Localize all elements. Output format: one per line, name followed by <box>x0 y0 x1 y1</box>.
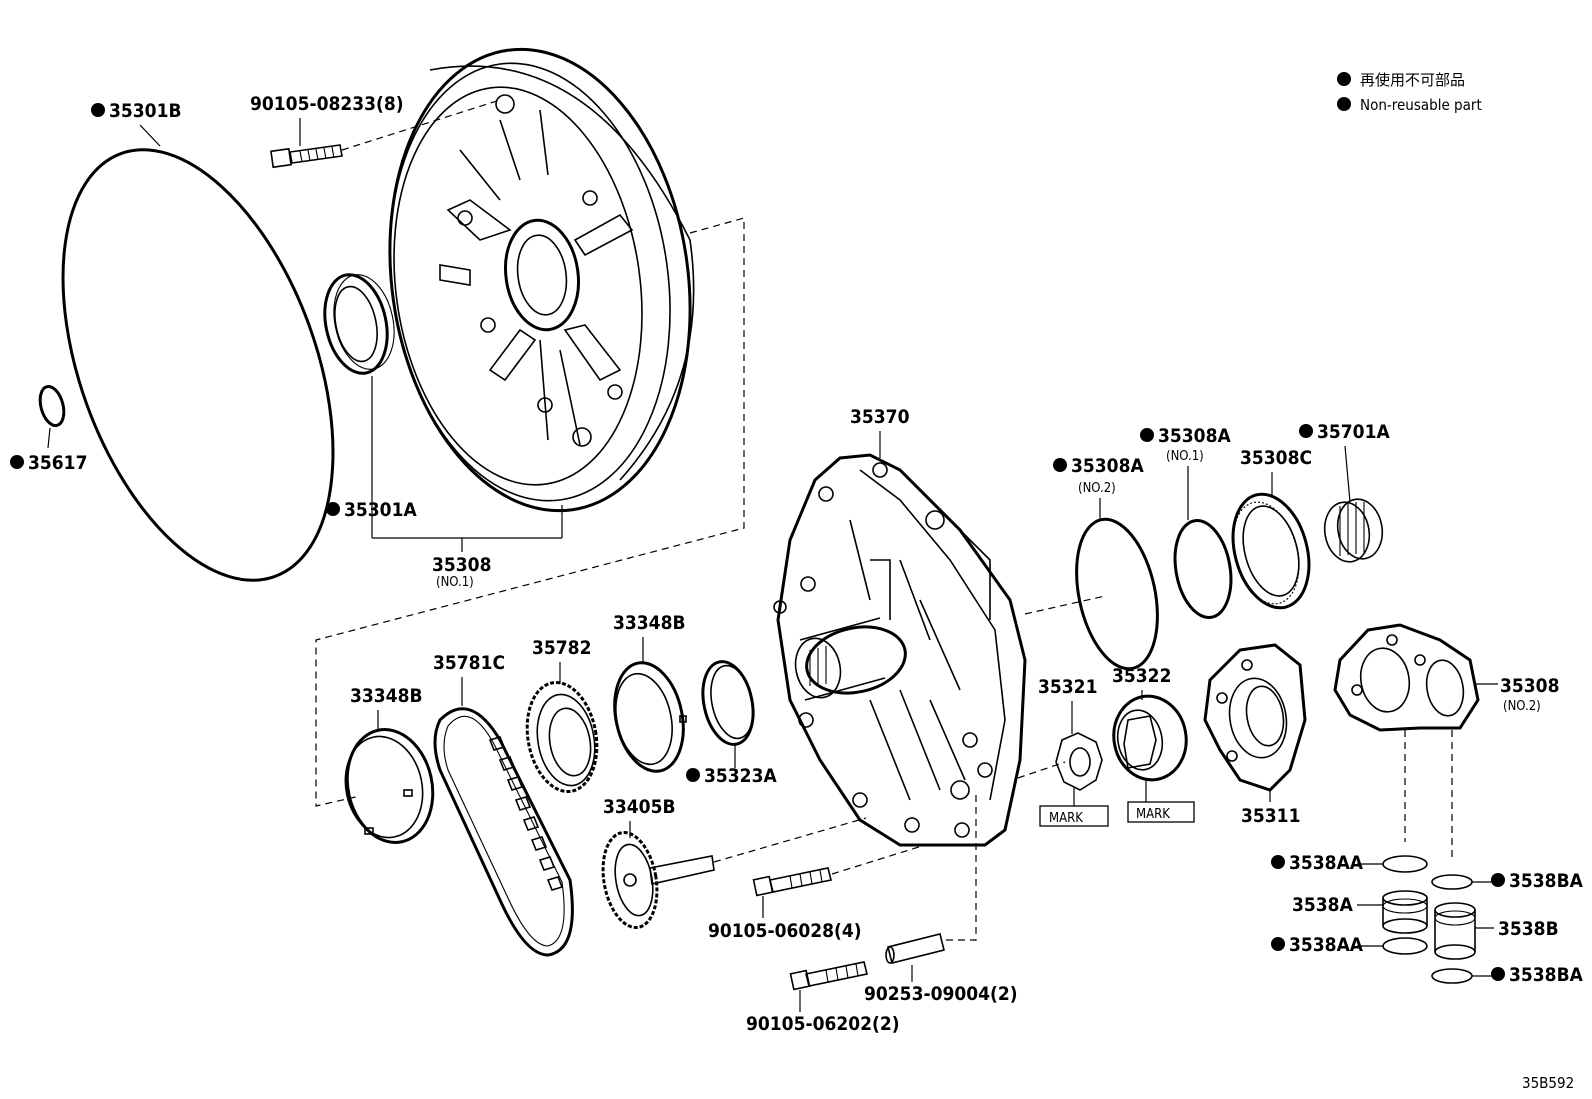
label-3538A[interactable]: 3538A <box>1292 894 1354 916</box>
label-35308-no2[interactable]: 35308 <box>1500 675 1559 697</box>
non-reusable-dot-icon <box>1053 458 1067 472</box>
label-35308-no1-sub: (NO.1) <box>436 575 474 590</box>
label-35301A[interactable]: 35301A <box>344 499 417 521</box>
label-35782[interactable]: 35782 <box>532 637 591 659</box>
label-90253-09004[interactable]: 90253-09004(2) <box>864 983 1018 1005</box>
label-35308-no2-sub: (NO.2) <box>1503 699 1541 714</box>
label-35322[interactable]: 35322 <box>1112 665 1171 687</box>
label-35308-no1[interactable]: 35308 <box>432 554 491 576</box>
label-3538B[interactable]: 3538B <box>1498 918 1559 940</box>
part-35370-stator-shaft[interactable] <box>773 453 1027 847</box>
dashed-assembly-line <box>946 790 977 941</box>
dashed-assembly-line <box>1017 761 1066 779</box>
dashed-assembly-line <box>713 817 867 863</box>
label-35308A-no1[interactable]: 35308A <box>1158 425 1231 447</box>
part-35617-ring[interactable] <box>36 384 68 428</box>
part-35701A-bearing[interactable] <box>1320 496 1387 566</box>
label-35301B[interactable]: 35301B <box>109 100 182 122</box>
part-35322-driven-gear[interactable] <box>1107 690 1192 785</box>
legend-item-en: Non-reusable part <box>1360 96 1482 114</box>
mark-box-right <box>1127 801 1195 823</box>
label-3538AA-top[interactable]: 3538AA <box>1289 852 1364 874</box>
label-35308C[interactable]: 35308C <box>1240 447 1312 469</box>
legend: 再使用不可部品 Non-reusable part <box>1337 71 1482 114</box>
non-reusable-dot-icon <box>1491 967 1505 981</box>
leader-line <box>47 427 51 449</box>
label-3538BA-top[interactable]: 3538BA <box>1509 870 1584 892</box>
dashed-assembly-line <box>1024 595 1106 615</box>
part-3538B-plug[interactable] <box>1434 902 1476 960</box>
part-35301A-oil-seal[interactable] <box>316 269 402 379</box>
label-33405B[interactable]: 33405B <box>603 796 676 818</box>
part-90253-09004-pin[interactable] <box>885 933 945 964</box>
part-3538A-plug[interactable] <box>1382 890 1428 934</box>
non-reusable-dot-icon <box>686 768 700 782</box>
part-3538AA-top-oring[interactable] <box>1382 855 1428 873</box>
part-33348B-left-washer[interactable] <box>336 722 443 851</box>
non-reusable-dot-icon <box>1140 428 1154 442</box>
label-35701A[interactable]: 35701A <box>1317 421 1390 443</box>
non-reusable-dot-icon <box>1491 873 1505 887</box>
non-reusable-dot-icon <box>10 455 24 469</box>
label-35321[interactable]: 35321 <box>1038 676 1097 698</box>
label-90105-08233[interactable]: 90105-08233(8) <box>250 93 404 115</box>
part-33405B-driven-sprocket[interactable] <box>596 828 715 932</box>
label-35617[interactable]: 35617 <box>28 452 87 474</box>
dashed-assembly-line <box>341 99 501 151</box>
bracket-35308-no1 <box>372 505 563 552</box>
legend-dot-icon <box>1337 97 1351 111</box>
leader-line <box>139 124 161 147</box>
part-33348B-right-washer[interactable] <box>605 656 692 777</box>
label-35781C[interactable]: 35781C <box>433 652 505 674</box>
label-35323A[interactable]: 35323A <box>704 765 777 787</box>
part-35311-pump-body[interactable] <box>1203 643 1307 792</box>
part-35781C-chain[interactable] <box>433 707 574 957</box>
label-3538BA-bottom[interactable]: 3538BA <box>1509 964 1584 986</box>
non-reusable-dot-icon <box>326 502 340 516</box>
part-3538AA-bottom-oring[interactable] <box>1382 937 1428 955</box>
part-35782-sprocket[interactable] <box>519 677 605 797</box>
mark-left-label: MARK <box>1049 811 1083 826</box>
part-90105-06202-bolt[interactable] <box>789 961 868 991</box>
part-35323A-snap-ring[interactable] <box>696 657 760 749</box>
dashed-assembly-line <box>831 845 923 875</box>
part-90105-06028-bolt[interactable] <box>752 867 832 897</box>
leader-line <box>1344 445 1351 503</box>
part-35301B-oring[interactable] <box>10 113 386 617</box>
part-3538BA-top-oring[interactable] <box>1431 874 1473 890</box>
label-35308A-no1-sub: (NO.1) <box>1166 449 1204 464</box>
part-35308-no2-pump-assy[interactable] <box>1333 623 1480 732</box>
part-35321-drive-gear[interactable] <box>1055 732 1103 791</box>
mark-box-left <box>1039 805 1109 827</box>
non-reusable-dot-icon <box>91 103 105 117</box>
diagram-code: 35B592 <box>1522 1074 1574 1092</box>
mark-right-label: MARK <box>1136 807 1170 822</box>
non-reusable-dot-icon <box>1271 937 1285 951</box>
legend-item-jp: 再使用不可部品 <box>1360 71 1465 89</box>
legend-dot-icon <box>1337 72 1351 86</box>
label-3538AA-bottom[interactable]: 3538AA <box>1289 934 1364 956</box>
part-35308-no1-pump-cover[interactable] <box>361 30 719 531</box>
part-35308A-no2-oring[interactable] <box>1064 512 1170 676</box>
non-reusable-dot-icon <box>1271 855 1285 869</box>
label-90105-06202[interactable]: 90105-06202(2) <box>746 1013 900 1035</box>
label-35370[interactable]: 35370 <box>850 406 910 428</box>
label-35308A-no2[interactable]: 35308A <box>1071 455 1144 477</box>
part-35308A-no1-oring[interactable] <box>1168 516 1238 622</box>
label-35308A-no2-sub: (NO.2) <box>1078 481 1116 496</box>
label-35311[interactable]: 35311 <box>1241 805 1300 827</box>
label-90105-06028[interactable]: 90105-06028(4) <box>708 920 862 942</box>
label-33348B-left[interactable]: 33348B <box>350 685 423 707</box>
non-reusable-dot-icon <box>1299 424 1313 438</box>
part-3538BA-bottom-oring[interactable] <box>1431 968 1473 984</box>
part-90105-08233-bolt[interactable] <box>270 144 343 169</box>
part-35308C-seal[interactable] <box>1221 486 1321 617</box>
label-33348B-right[interactable]: 33348B <box>613 612 686 634</box>
